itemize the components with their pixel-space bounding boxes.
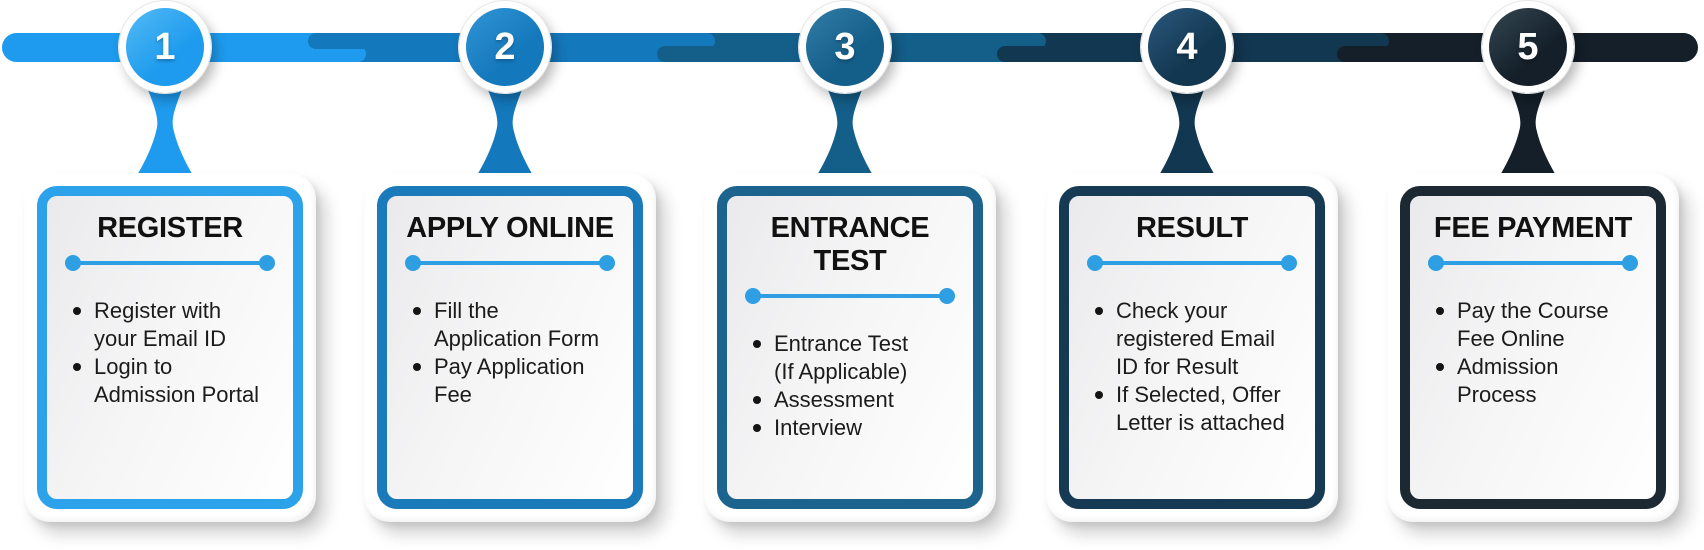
bullet-dot <box>73 362 81 371</box>
title-divider <box>65 255 275 271</box>
bar-transition-fragment <box>900 33 1046 49</box>
bullet-item: Assessment <box>753 386 965 414</box>
divider-line <box>73 261 267 265</box>
pin-connector-icon <box>476 78 534 177</box>
divider-dot-right <box>939 288 955 304</box>
step-card: ENTRANCE TEST Entrance Test (If Applicab… <box>704 173 996 522</box>
bullet-list: Entrance Test (If Applicable) Assessment… <box>727 330 973 442</box>
bar-transition-fragment <box>1337 46 1472 62</box>
bullet-item: Login to Admission Portal <box>73 353 285 409</box>
bullet-text: Register with your Email ID <box>94 298 227 351</box>
pin-connector-icon <box>1158 78 1216 177</box>
step-card-inner: FEE PAYMENT Pay the Course Fee Online Ad… <box>1400 186 1666 509</box>
bar-transition-fragment <box>997 46 1132 62</box>
bullet-dot <box>753 423 761 432</box>
step-card-inner: APPLY ONLINE Fill the Application Form P… <box>377 186 643 509</box>
bullet-dot <box>413 307 421 315</box>
step-circle: 3 <box>799 1 891 93</box>
bullet-item: If Selected, Offer Letter is attached <box>1095 381 1307 437</box>
bullet-text: Login to Admission Portal <box>94 353 260 407</box>
step-card-inner: RESULT Check your registered Email ID fo… <box>1059 186 1325 509</box>
bullet-list: Fill the Application Form Pay Applicatio… <box>387 297 633 409</box>
divider-line <box>413 261 607 265</box>
bullet-dot <box>1436 362 1444 371</box>
step-card: REGISTER Register with your Email ID Log… <box>24 173 316 522</box>
bullet-item: Fill the Application Form <box>413 297 625 353</box>
bar-transition-fragment <box>308 33 448 49</box>
bullet-dot <box>73 307 81 315</box>
bullet-item: Interview <box>753 414 965 442</box>
card-title: RESULT <box>1135 212 1249 244</box>
divider-line <box>1436 261 1630 265</box>
divider-dot-right <box>1281 255 1297 271</box>
step-circle: 4 <box>1141 1 1233 93</box>
card-title: ENTRANCE TEST <box>770 212 930 277</box>
bullet-dot <box>413 362 421 371</box>
divider-line <box>1095 261 1289 265</box>
pin-connector-icon <box>816 78 874 177</box>
step-card: APPLY ONLINE Fill the Application Form P… <box>364 173 656 522</box>
bullet-text: Admission Process <box>1457 353 1559 407</box>
bullet-list: Register with your Email ID Login to Adm… <box>47 297 293 409</box>
step-number: 4 <box>1176 26 1198 68</box>
bullet-item: Register with your Email ID <box>73 297 285 353</box>
step-circle: 5 <box>1482 1 1574 93</box>
bullet-list: Pay the Course Fee Online Admission Proc… <box>1410 297 1656 409</box>
card-title: FEE PAYMENT <box>1433 212 1633 244</box>
bullet-list: Check your registered Email ID for Resul… <box>1069 297 1315 437</box>
pin-connector-icon <box>1499 78 1557 177</box>
bullet-item: Admission Process <box>1436 353 1648 409</box>
bullet-dot <box>1095 307 1103 315</box>
bullet-dot <box>753 395 761 404</box>
step-card: RESULT Check your registered Email ID fo… <box>1046 173 1338 522</box>
step-card-inner: ENTRANCE TEST Entrance Test (If Applicab… <box>717 186 983 509</box>
bullet-text: Interview <box>774 414 863 440</box>
title-divider <box>745 288 955 304</box>
bullet-dot <box>753 340 761 348</box>
title-divider <box>1428 255 1638 271</box>
bullet-dot <box>1436 307 1444 315</box>
bullet-item: Entrance Test (If Applicable) <box>753 330 965 386</box>
step-card: FEE PAYMENT Pay the Course Fee Online Ad… <box>1387 173 1679 522</box>
step-number: 2 <box>494 26 516 68</box>
card-title: APPLY ONLINE <box>406 212 614 244</box>
bar-transition-fragment <box>240 46 366 62</box>
bullet-text: Fill the Application Form <box>434 298 600 351</box>
step-number: 5 <box>1517 26 1539 68</box>
bullet-text: Pay the Course Fee Online <box>1457 298 1609 351</box>
bullet-text: Pay Application Fee <box>434 353 585 407</box>
divider-dot-right <box>259 255 275 271</box>
bullet-text: If Selected, Offer Letter is attached <box>1116 381 1285 435</box>
bullet-text: Check your registered Email ID for Resul… <box>1116 298 1275 379</box>
step-circle: 2 <box>459 1 551 93</box>
card-title: REGISTER <box>97 212 243 244</box>
title-divider <box>1087 255 1297 271</box>
bullet-item: Pay the Course Fee Online <box>1436 297 1648 353</box>
pin-connector-icon <box>136 78 194 177</box>
bar-transition-fragment <box>1240 33 1389 49</box>
step-card-inner: REGISTER Register with your Email ID Log… <box>37 186 303 509</box>
bullet-text: Entrance Test (If Applicable) <box>774 331 909 384</box>
step-circle: 1 <box>119 1 211 93</box>
title-divider <box>405 255 615 271</box>
bullet-dot <box>1095 390 1103 399</box>
step-number: 1 <box>154 26 176 68</box>
bullet-text: Assessment <box>774 386 894 412</box>
bullet-item: Pay Application Fee <box>413 353 625 409</box>
bullet-item: Check your registered Email ID for Resul… <box>1095 297 1307 381</box>
divider-dot-right <box>1622 255 1638 271</box>
divider-line <box>753 294 947 298</box>
divider-dot-right <box>599 255 615 271</box>
step-number: 3 <box>834 26 856 68</box>
bar-transition-fragment <box>657 46 792 62</box>
bar-transition-fragment <box>580 33 715 49</box>
